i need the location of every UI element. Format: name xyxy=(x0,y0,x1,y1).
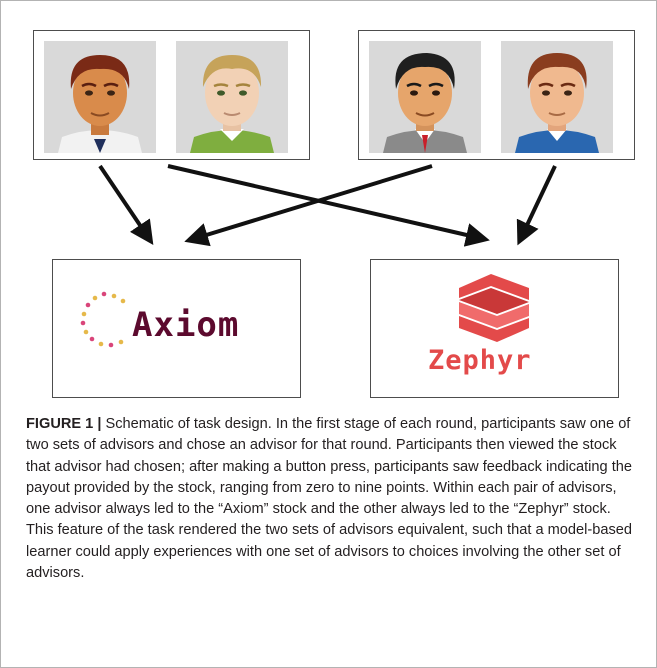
zephyr-stock-label: Zephyr xyxy=(428,345,532,376)
axiom-stock-label: Axiom xyxy=(132,305,240,345)
arrow-set2-to-axiom xyxy=(184,164,433,247)
advisor-portrait-2 xyxy=(176,41,288,153)
zephyr-logo-icon xyxy=(459,274,529,342)
advisor-portrait-3 xyxy=(369,41,481,153)
arrow-set1-to-zephyr xyxy=(167,164,490,247)
advisor-set-2 xyxy=(358,30,635,160)
arrow-set2-to-zephyr xyxy=(516,165,557,246)
advisor-portrait-1 xyxy=(44,41,156,153)
axiom-logo-icon xyxy=(80,291,126,348)
stock-axiom-box xyxy=(52,259,301,398)
arrow-set1-to-axiom xyxy=(98,164,154,245)
figure-caption: FIGURE 1 | Schematic of task design. In … xyxy=(26,414,634,584)
figure-caption-text: Schematic of task design. In the first s… xyxy=(26,416,632,582)
figure-label: FIGURE 1 | xyxy=(26,416,102,432)
advisor-portrait-4 xyxy=(501,41,613,153)
advisor-set-1 xyxy=(33,30,310,160)
